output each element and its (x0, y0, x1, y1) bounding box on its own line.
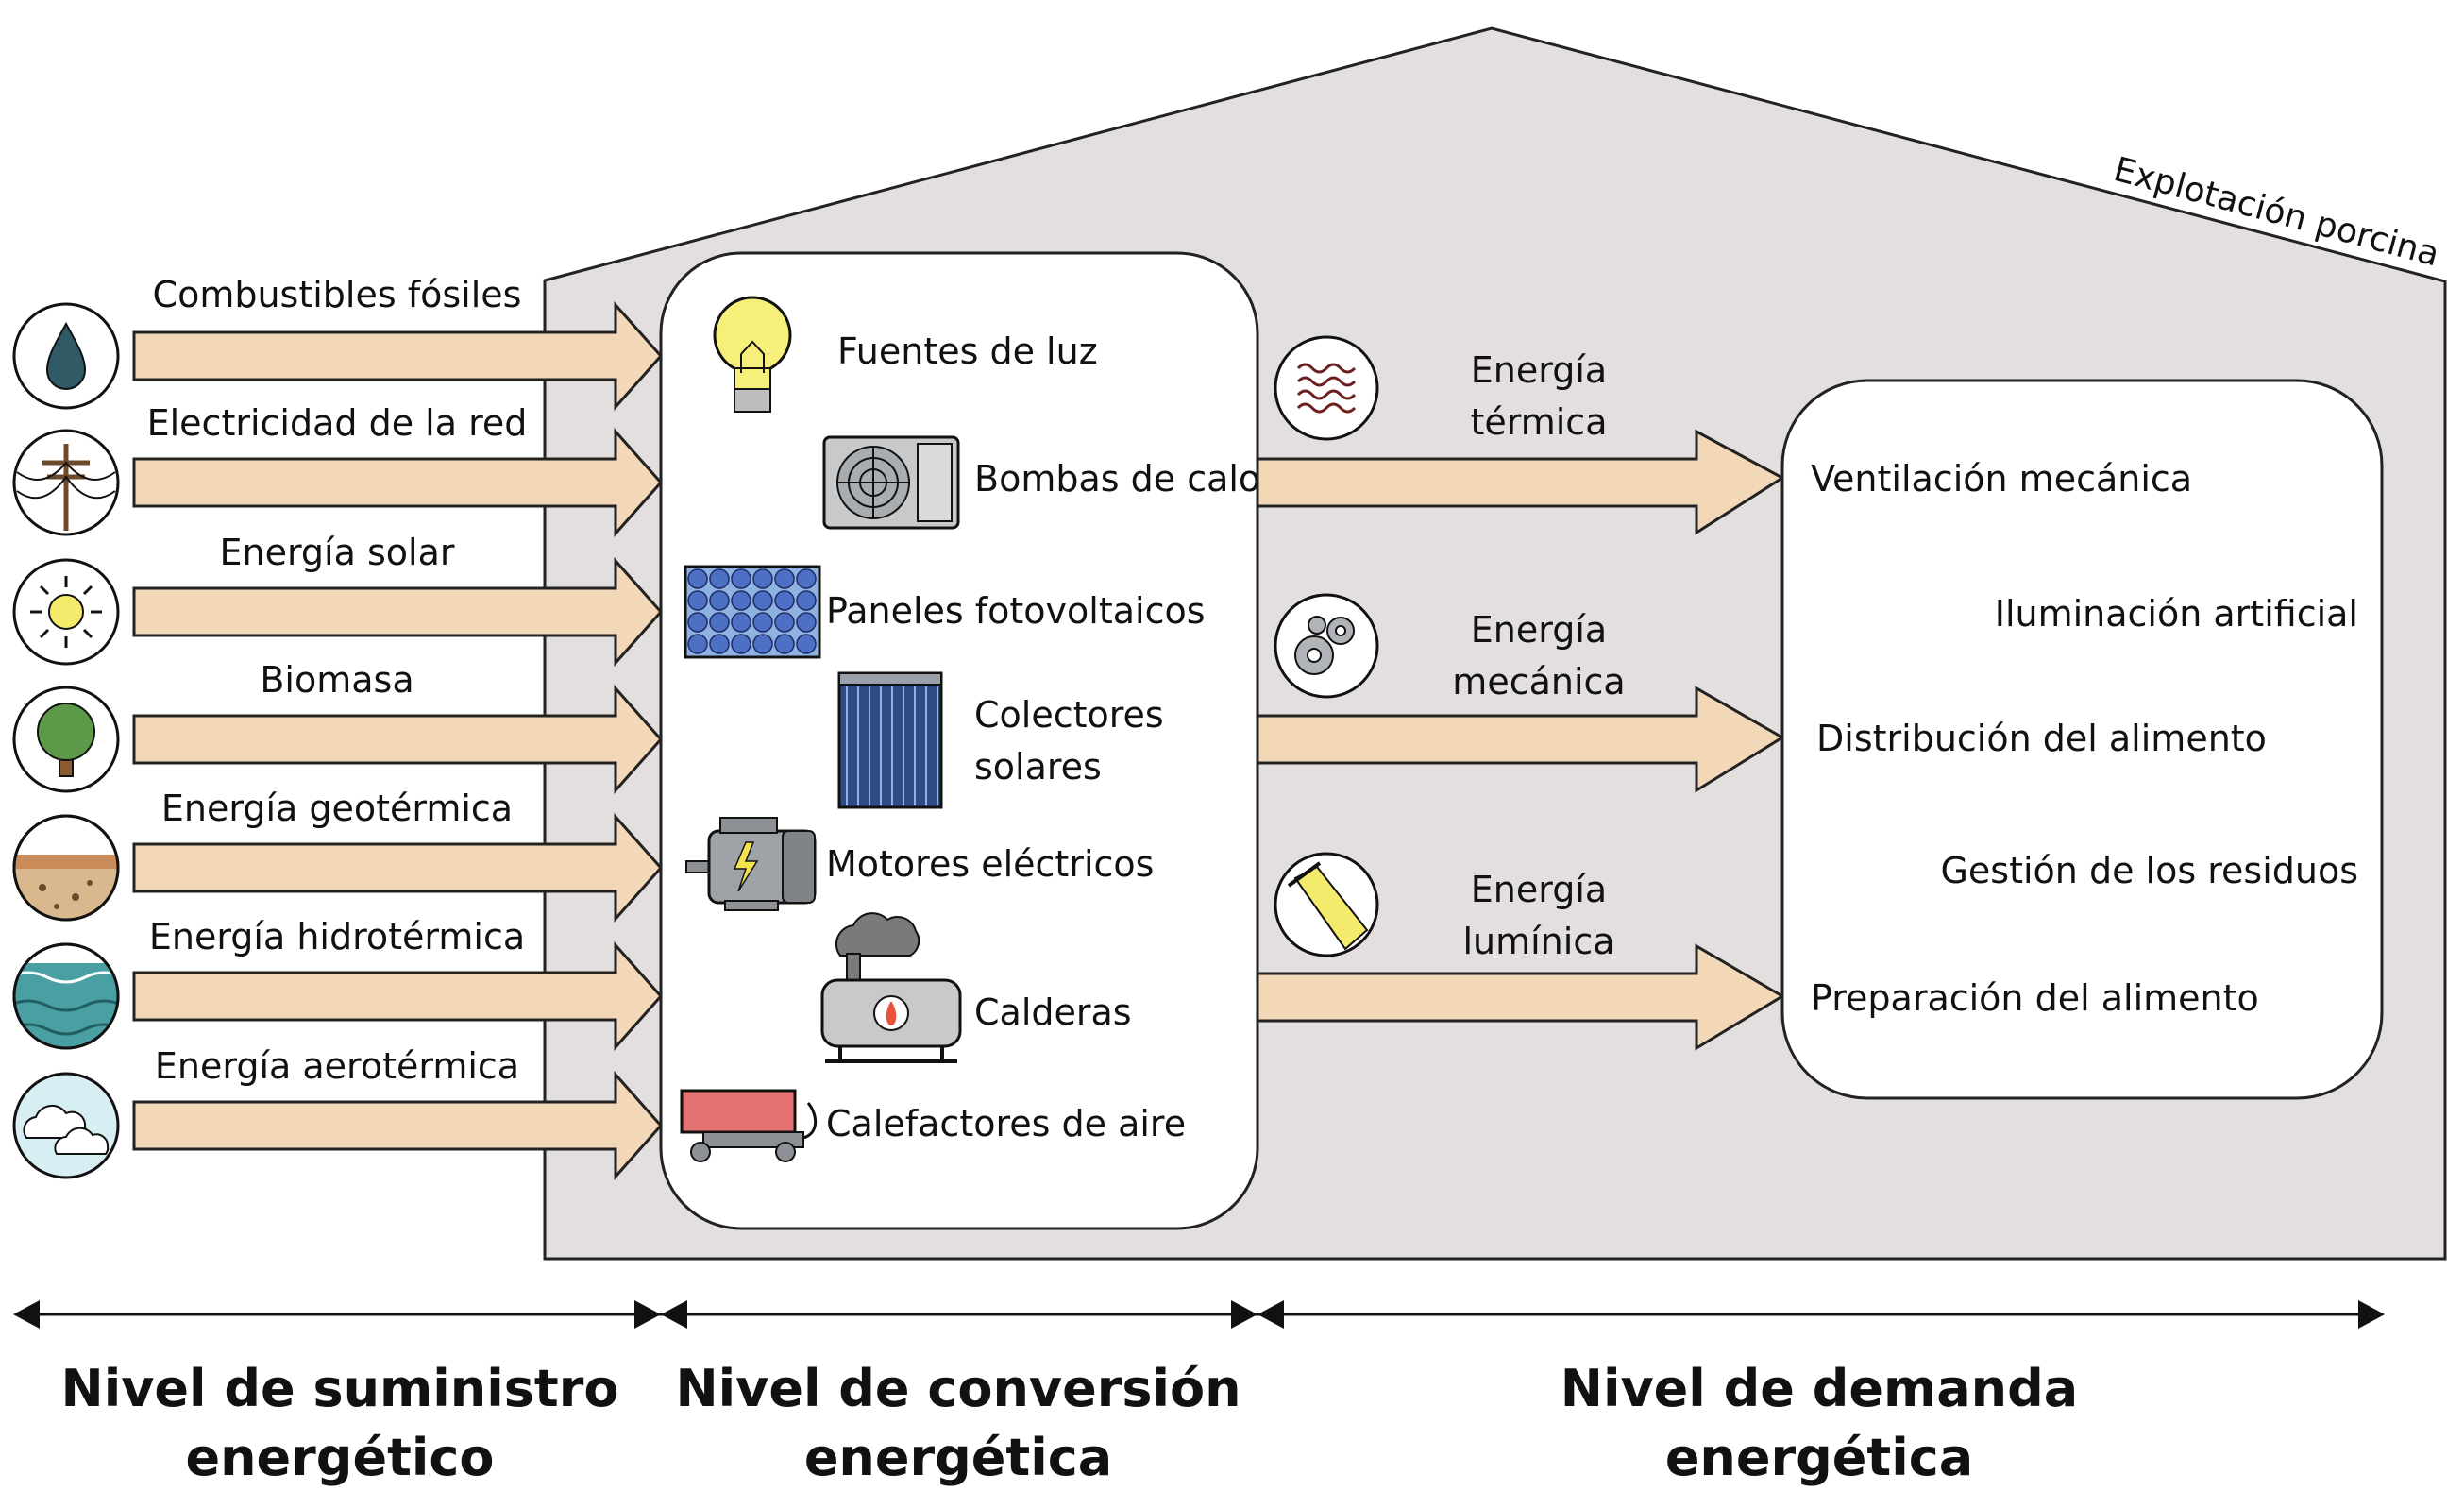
energy-type-label: Energía (1471, 869, 1607, 910)
solar-panel-icon (684, 565, 821, 659)
energy-type-label: lumínica (1462, 921, 1614, 962)
arrowhead-divider-1b (661, 1300, 687, 1329)
supply-item: Electricidad de la red (12, 402, 664, 537)
supply-label: Energía geotérmica (161, 788, 513, 829)
solar-cell (709, 634, 730, 654)
supply-arrow (132, 1071, 664, 1180)
supply-label: Electricidad de la red (147, 402, 528, 444)
solar-cell (774, 612, 795, 633)
heat-pump-icon (822, 435, 960, 530)
solar-cell (774, 568, 795, 589)
supply-arrow (132, 428, 664, 537)
supply-item: Energía aerotérmica (12, 1045, 664, 1180)
level-titles: Nivel de suministro energético Nivel de … (61, 1359, 2079, 1487)
conversion-label: solares (974, 746, 1102, 788)
solar-cell (752, 634, 773, 654)
supply-label: Energía aerotérmica (155, 1045, 519, 1087)
level-title: energética (804, 1428, 1112, 1487)
solar-cell (774, 590, 795, 611)
arrowhead-right (2358, 1300, 2385, 1329)
conversion-label: Bombas de calor (974, 458, 1275, 500)
supply-item: Combustibles fósiles (12, 274, 664, 411)
energy-type-label: térmica (1471, 401, 1608, 443)
supply-arrow (132, 813, 664, 923)
solar-collector-icon (837, 671, 943, 809)
arrowhead-divider-1 (634, 1300, 661, 1329)
demand-label: Ventilación mecánica (1811, 458, 2192, 500)
conversion-level: Fuentes de luz Bombas de calor Paneles f… (680, 296, 1275, 1162)
solar-cell (752, 612, 773, 633)
demand-level: Ventilación mecánica Iluminación artific… (1811, 458, 2358, 1019)
solar-cell (774, 634, 795, 654)
solar-cell (731, 634, 751, 654)
solar-cell (687, 590, 708, 611)
mechanical-arrow (1256, 686, 1785, 793)
energy-type-label: Energía (1471, 609, 1607, 651)
demand-label: Iluminación artificial (1995, 593, 2358, 635)
energy-types: Energía térmica Energía mecánica Energía… (1256, 335, 1785, 1051)
demand-label: Gestión de los residuos (1940, 850, 2358, 891)
solar-cell (796, 590, 817, 611)
conversion-label: Calderas (974, 991, 1132, 1033)
energy-type-label: mecánica (1452, 661, 1625, 703)
arrowhead-divider-2b (1257, 1300, 1284, 1329)
solar-cell (687, 634, 708, 654)
level-title: Nivel de conversión (675, 1359, 1240, 1418)
conversion-label: Motores eléctricos (826, 843, 1154, 885)
heat-waves-icon (1274, 335, 1379, 441)
solar-cell (709, 590, 730, 611)
solar-cell (687, 612, 708, 633)
demand-box (1780, 379, 2384, 1100)
supply-item: Energía solar (12, 532, 664, 667)
electric-motor-icon (685, 817, 817, 911)
conversion-label: Paneles fotovoltaicos (826, 590, 1206, 632)
supply-arrow (132, 685, 664, 794)
level-title: energético (185, 1428, 494, 1487)
supply-arrow (132, 301, 664, 411)
demand-label: Distribución del alimento (1816, 718, 2267, 759)
supply-arrow (132, 557, 664, 667)
light-bulb-icon (713, 296, 792, 413)
conversion-label: Fuentes de luz (837, 330, 1098, 372)
solar-cell (731, 590, 751, 611)
solar-cell (752, 590, 773, 611)
solar-cell (709, 568, 730, 589)
level-title: Nivel de suministro (61, 1359, 619, 1418)
conversion-label: Colectores (974, 694, 1164, 736)
arrowhead-left (13, 1300, 40, 1329)
solar-cell (709, 612, 730, 633)
solar-cell (796, 612, 817, 633)
level-title: Nivel de demanda (1561, 1359, 2078, 1418)
supply-label: Energía hidrotérmica (149, 916, 525, 957)
solar-cell (731, 612, 751, 633)
solar-cell (752, 568, 773, 589)
supply-item: Energía geotérmica (12, 788, 664, 923)
thermal-arrow (1256, 429, 1785, 535)
supply-level: Combustibles fósiles Electricidad de la … (12, 274, 664, 1180)
supply-label: Biomasa (260, 659, 413, 701)
conversion-label: Calefactores de aire (826, 1103, 1186, 1144)
solar-cell (731, 568, 751, 589)
solar-cell (687, 568, 708, 589)
supply-item: Biomasa (12, 659, 664, 794)
air-heater-icon (680, 1089, 818, 1162)
supply-label: Combustibles fósiles (153, 274, 522, 315)
energy-type-label: Energía (1471, 349, 1607, 391)
solar-cell (796, 634, 817, 654)
level-arrowheads (13, 1300, 2385, 1329)
supply-label: Energía solar (220, 532, 455, 573)
luminous-arrow (1256, 943, 1785, 1051)
solar-cell (796, 568, 817, 589)
boiler-icon (820, 912, 962, 1063)
level-title: energética (1665, 1428, 1973, 1487)
demand-label: Preparación del alimento (1811, 977, 2259, 1019)
arrowhead-divider-2 (1231, 1300, 1257, 1329)
supply-arrow (132, 941, 664, 1051)
supply-item: Energía hidrotérmica (12, 916, 664, 1051)
